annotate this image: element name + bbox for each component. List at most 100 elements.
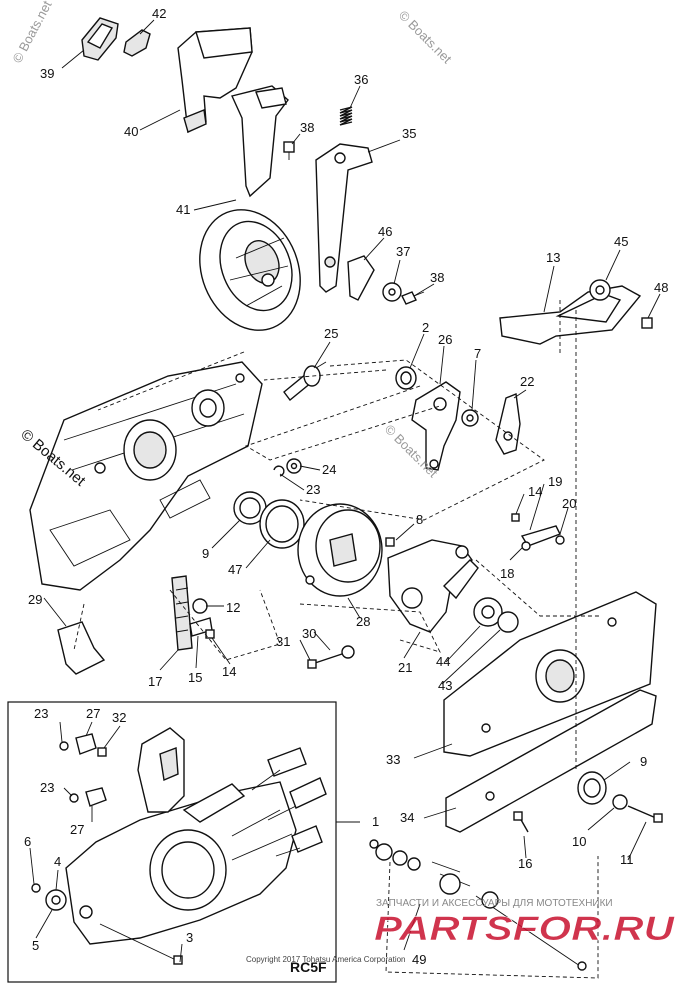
callout-15: 15 [188,670,202,685]
callout-22: 22 [520,374,534,389]
callout-39: 39 [40,66,54,81]
part-21-detent-plate [387,539,479,633]
callout-8: 8 [416,512,423,527]
inset-frame [7,701,360,983]
part-24-washer [286,458,302,474]
part-18-19-20-spring-set [511,513,565,551]
part-9-right-bushing [577,771,607,805]
callout-38-top: 38 [300,120,314,135]
callout-27-top: 27 [86,706,100,721]
callout-44: 44 [436,654,450,669]
callout-21: 21 [398,660,412,675]
callout-48: 48 [654,280,668,295]
callout-26: 26 [438,332,452,347]
callout-37: 37 [396,244,410,259]
callout-10: 10 [572,834,586,849]
callout-23-inset-mid: 23 [40,780,54,795]
part-14-screw-left [205,629,215,639]
part-10-washer [612,794,628,810]
shop-logo[interactable]: PARTSFOR.RU [374,910,676,949]
part-23-clip [273,465,285,477]
part-1-remote-control-box [65,727,327,945]
callout-40: 40 [124,124,138,139]
callout-43: 43 [438,678,452,693]
callout-23-inset-top: 23 [34,706,48,721]
callout-2: 2 [422,320,429,335]
assembly-guides [73,300,600,979]
part-2-bushing [395,366,417,390]
part-22-pawl [495,393,521,455]
part-26-plate [411,381,461,471]
callout-36: 36 [354,72,368,87]
part-35-detent-arm [315,143,373,293]
callout-47: 47 [228,562,242,577]
callout-49: 49 [412,952,426,967]
callout-16: 16 [518,856,532,871]
part-33-cover-plate [443,591,657,757]
callout-23: 23 [306,482,320,497]
callout-24: 24 [322,462,336,477]
part-housing-main [29,361,263,591]
callout-42: 42 [152,6,166,21]
callout-18: 18 [500,566,514,581]
callout-33: 33 [386,752,400,767]
callout-7: 7 [474,346,481,361]
part-45-washer [589,279,611,301]
part-38-screw-side [401,291,425,305]
part-38-screw-top [283,141,295,160]
part-34-base-plate [445,689,657,833]
callout-11: 11 [620,852,634,867]
part-40-handle [177,27,253,134]
callout-27-mid: 27 [70,822,84,837]
part-16-screw [513,811,529,833]
part-36-spring [339,106,353,126]
part-12-plug [192,598,208,614]
part-48-screw [641,317,653,329]
part-29-cover [57,621,106,675]
part-39-grip-cap [81,17,119,61]
callout-25: 25 [324,326,338,341]
callout-6: 6 [24,834,31,849]
callout-5: 5 [32,938,39,953]
part-43-collar [497,611,519,633]
part-42-clip [123,29,151,57]
callout-31: 31 [276,634,290,649]
callout-32: 32 [112,710,126,725]
callout-3: 3 [186,930,193,945]
part-44-roller [473,597,503,627]
callout-12: 12 [226,600,240,615]
part-30-31-bolt [307,645,355,669]
callout-4: 4 [54,854,61,869]
callout-28: 28 [356,614,370,629]
callout-46: 46 [378,224,392,239]
inset-model-label: RC5F [290,959,327,975]
part-49-hardware-kit [369,839,587,971]
callout-1: 1 [372,814,379,829]
part-41-lever-arm [199,85,301,331]
callout-41: 41 [176,202,190,217]
part-28-cam [297,503,383,597]
part-7-washer [461,409,479,427]
shop-line: ЗАПЧАСТИ И АКСЕССУАРЫ ДЛЯ МОТОТЕХНИКИ [376,898,613,909]
callout-14-right: 14 [528,484,542,499]
callout-20: 20 [562,496,576,511]
inset-small-parts [31,733,183,965]
part-11-bolt [627,805,663,823]
callout-13: 13 [546,250,560,265]
watermark-top-right: © Boats.net [396,8,455,67]
part-8-pin [385,537,395,547]
callout-17: 17 [148,674,162,689]
callout-9-right: 9 [640,754,647,769]
part-47-ring [259,499,305,549]
callout-35: 35 [402,126,416,141]
part-9-bushing [233,491,267,525]
callout-34: 34 [400,810,414,825]
callout-14-left: 14 [222,664,236,679]
callout-29: 29 [28,592,42,607]
part-17-plate [171,575,193,651]
callout-30: 30 [302,626,316,641]
copyright-text: Copyright 2017 Tohatsu America Corporati… [246,955,406,964]
leader-lines [29,19,661,963]
part-25-shaft [283,361,327,402]
